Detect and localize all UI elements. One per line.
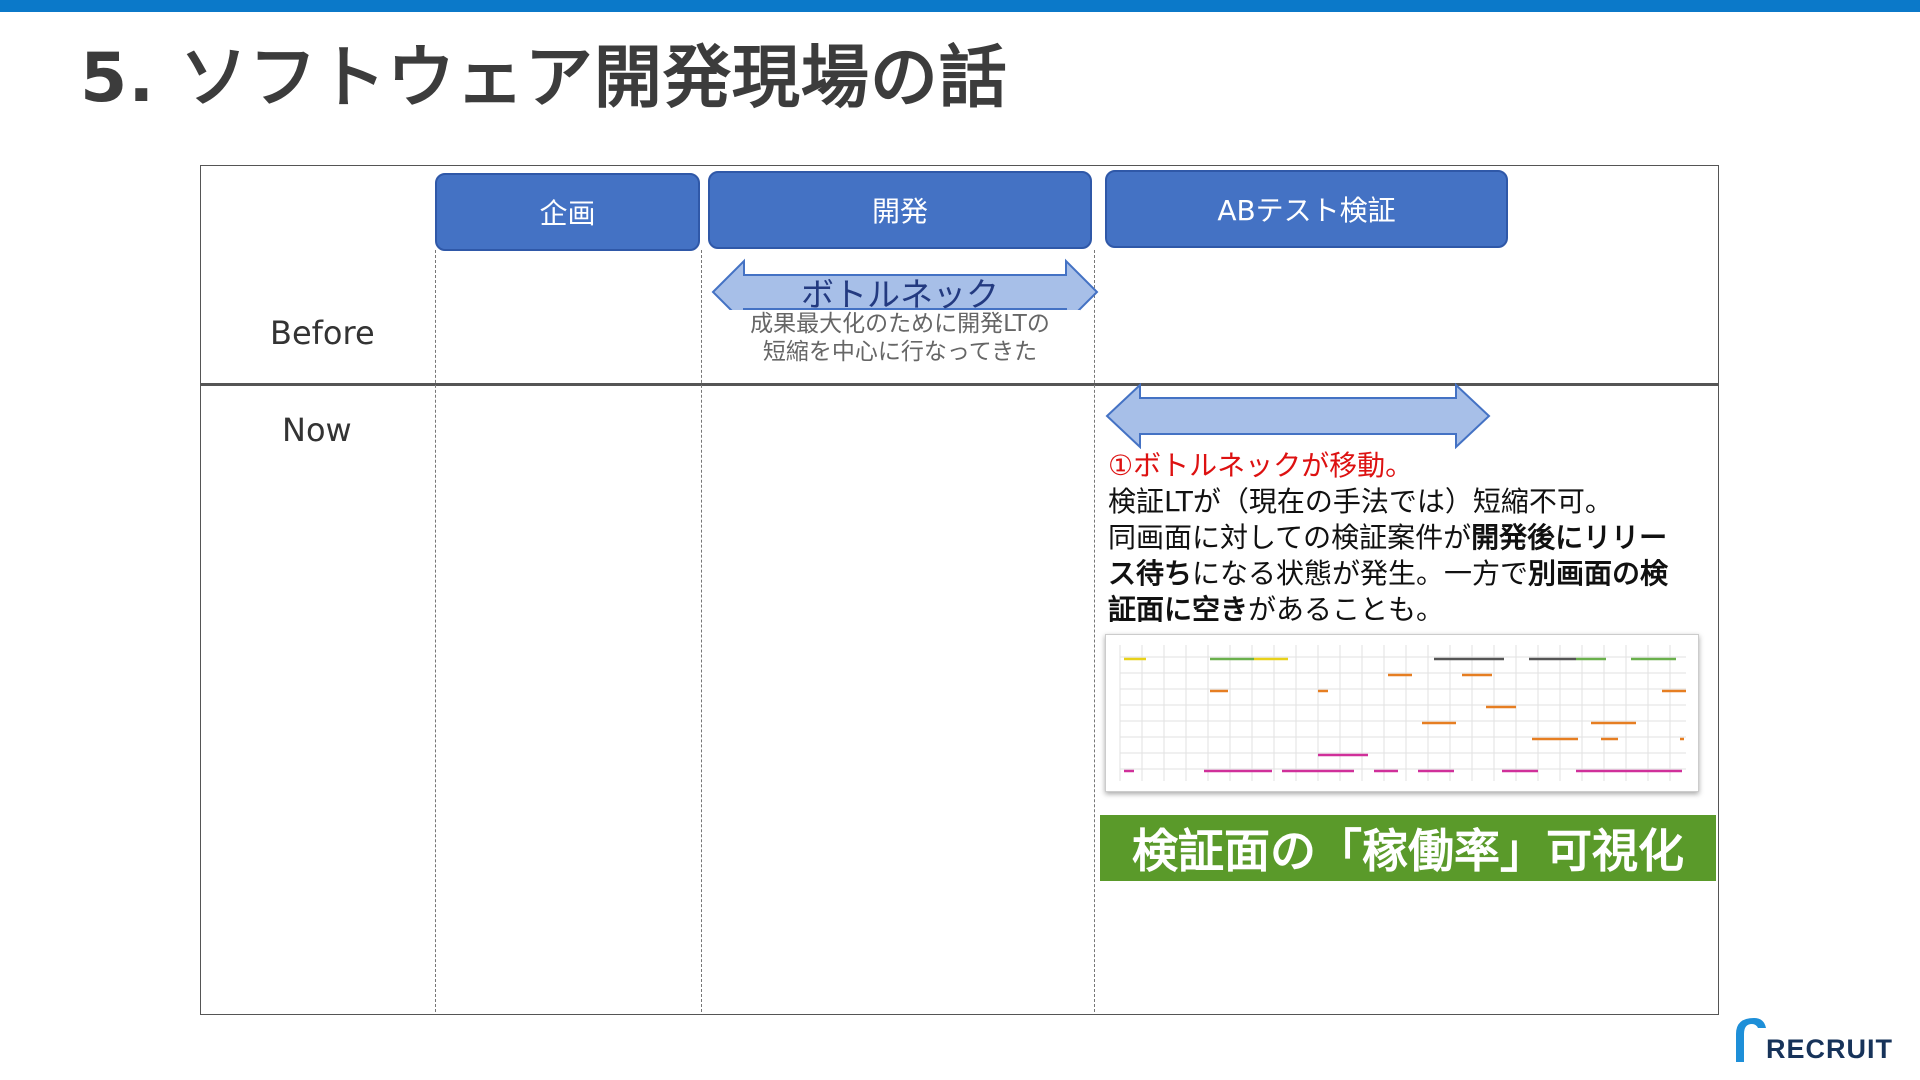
now-text-line3: 同画面に対しての検証案件が開発後にリリー: [1108, 521, 1668, 554]
phase-planning: 企画: [435, 173, 700, 251]
phase-divider-2: [701, 250, 702, 1012]
recruit-logo-icon: [1736, 1018, 1766, 1062]
bottleneck-note: 成果最大化のために開発LTの 短縮を中心に行なってきた: [720, 310, 1080, 366]
phase-divider-3: [1094, 250, 1095, 1012]
utilization-thumbnail: [1105, 634, 1699, 792]
row-label-now: Now: [282, 411, 352, 449]
bottleneck-arrow-now: [1105, 383, 1491, 449]
diagram-frame: [200, 165, 1719, 1015]
now-text-line5: 証面に空きがあることも。: [1108, 593, 1445, 626]
now-text-line4: ス待ちになる状態が発生。一方で別画面の検: [1108, 557, 1669, 590]
phase-development: 開発: [708, 171, 1092, 249]
row-divider: [201, 383, 1718, 386]
slide-title: 5. ソフトウェア開発現場の話: [80, 39, 1008, 118]
recruit-logo-text: RECRUIT: [1766, 1034, 1893, 1064]
bottleneck-label: ボトルネック: [801, 275, 999, 314]
bottleneck-moved-text: ①ボトルネックが移動。: [1108, 449, 1414, 482]
now-explanation: ①ボトルネックが移動。 検証LTが（現在の手法では）短縮不可。 同画面に対しての…: [1108, 448, 1708, 628]
row-label-before: Before: [270, 314, 375, 352]
phase-divider-1: [435, 250, 436, 1012]
utilization-thumbnail-image: [1119, 645, 1686, 781]
utilization-visualization-banner: 検証面の「稼働率」可視化: [1100, 815, 1716, 881]
bottleneck-note-line2: 短縮を中心に行なってきた: [762, 339, 1038, 365]
top-accent-bar: [0, 0, 1920, 12]
now-text-line2: 検証LTが（現在の手法では）短縮不可。: [1108, 485, 1613, 518]
phase-ab-test: ABテスト検証: [1105, 170, 1508, 248]
bottleneck-note-line1: 成果最大化のために開発LTの: [750, 311, 1050, 337]
